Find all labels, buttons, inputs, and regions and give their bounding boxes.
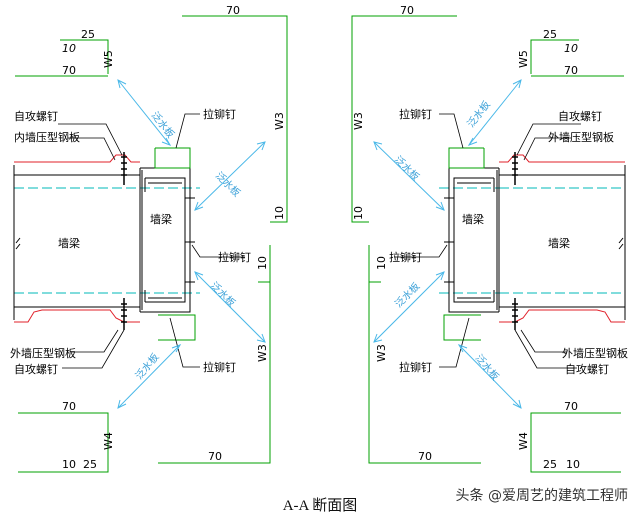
left-dimensions bbox=[15, 15, 288, 473]
right-flashing-label-2: 泛水板 bbox=[392, 153, 422, 183]
right-dim-10-mid: 10 bbox=[352, 206, 365, 220]
left-component-labels: 自攻螺钉 内墙压型钢板 拉铆钉 墙梁 墙梁 拉铆钉 外墙压型钢板 自攻螺钉 拉铆… bbox=[10, 107, 251, 376]
left-dim-70-top: 70 bbox=[226, 4, 240, 17]
left-dim-10-lower: 10 bbox=[256, 256, 269, 270]
right-label-pull-rivet-2: 拉铆钉 bbox=[389, 250, 422, 264]
right-dim-w4: W4 bbox=[517, 432, 530, 450]
left-dim-w4: W4 bbox=[102, 432, 115, 450]
right-flashing-label-3: 泛水板 bbox=[392, 280, 422, 310]
right-label-pull-rivet-1: 拉铆钉 bbox=[399, 107, 432, 121]
right-dimension-text: 70 25 10 W5 70 W3 10 10 W3 70 W4 70 25 1… bbox=[352, 4, 580, 471]
left-dim-70-lower: 70 bbox=[62, 400, 76, 413]
right-label-outer-panel-top: 外墙压型钢板 bbox=[548, 130, 614, 144]
dim-w4-bracket-r bbox=[530, 412, 621, 473]
left-leaders bbox=[58, 113, 245, 369]
left-label-pull-rivet-1: 拉铆钉 bbox=[203, 107, 236, 121]
left-label-wall-beam-main: 墙梁 bbox=[58, 236, 80, 250]
right-component-labels: 自攻螺钉 外墙压型钢板 拉铆钉 墙梁 墙梁 拉铆钉 外墙压型钢板 自攻螺钉 拉铆… bbox=[389, 107, 628, 376]
right-dim-70-bottom: 70 bbox=[418, 450, 432, 463]
right-dim-w5: W5 bbox=[517, 50, 530, 68]
dim-w5-bracket bbox=[60, 39, 109, 74]
left-dim-w3-lower: W3 bbox=[256, 344, 269, 362]
left-dim-70-upper: 70 bbox=[62, 64, 76, 77]
left-dim-25-top: 25 bbox=[81, 28, 95, 41]
dim-bottom-left-bracket bbox=[368, 245, 481, 464]
left-flashing-labels: 泛水板 泛水板 泛水板 泛水板 bbox=[132, 109, 243, 382]
left-flashing-label-3: 泛水板 bbox=[208, 279, 238, 309]
dim-bottom-right-bracket bbox=[158, 245, 271, 464]
right-flashing-label-4: 泛水板 bbox=[473, 352, 502, 383]
right-flashings bbox=[443, 147, 485, 341]
left-flashing-label-2: 泛水板 bbox=[213, 169, 243, 199]
right-dim-70-upper: 70 bbox=[564, 64, 578, 77]
right-screws bbox=[512, 152, 518, 330]
right-leaders bbox=[394, 113, 581, 369]
right-label-self-tapping-screw-top: 自攻螺钉 bbox=[558, 109, 602, 123]
left-dim-10-mid: 10 bbox=[273, 206, 286, 220]
right-dim-10-lower: 10 bbox=[375, 256, 388, 270]
right-dim-25-bottom: 25 bbox=[543, 458, 557, 471]
left-dim-25-bottom: 25 bbox=[83, 458, 97, 471]
left-flashing-arrows bbox=[117, 79, 266, 409]
right-label-self-tapping-screw-bottom: 自攻螺钉 bbox=[565, 362, 609, 376]
left-dimension-text: 70 25 10 W5 70 W3 10 10 W3 70 W4 70 10 2… bbox=[62, 4, 286, 471]
dim-w4-bracket bbox=[18, 412, 109, 473]
right-dim-70-lower: 70 bbox=[564, 400, 578, 413]
right-label-wall-beam-center: 墙梁 bbox=[462, 212, 484, 226]
right-dim-10-bottom: 10 bbox=[566, 458, 580, 471]
left-detail: 泛水板 泛水板 泛水板 泛水板 自攻螺钉 内墙压型钢板 拉铆钉 墙梁 墙梁 拉铆… bbox=[10, 4, 288, 473]
right-dim-25-top: 25 bbox=[543, 28, 557, 41]
right-detail: 泛水板 泛水板 泛水板 泛水板 自攻螺钉 外墙压型钢板 拉铆钉 墙梁 墙梁 拉铆… bbox=[351, 4, 628, 473]
right-label-pull-rivet-3: 拉铆钉 bbox=[399, 360, 432, 374]
left-label-inner-panel: 内墙压型钢板 bbox=[14, 130, 80, 144]
right-dim-10-top: 10 bbox=[564, 42, 578, 55]
right-flashing-arrows bbox=[373, 79, 522, 409]
left-label-wall-beam-center: 墙梁 bbox=[150, 212, 172, 226]
right-label-wall-beam-main: 墙梁 bbox=[548, 236, 570, 250]
dim-top-left-bracket bbox=[351, 15, 457, 223]
right-flashing-label-1: 泛水板 bbox=[464, 98, 493, 130]
left-label-pull-rivet-3: 拉铆钉 bbox=[203, 360, 236, 374]
left-wall-beam bbox=[13, 165, 195, 320]
right-axis-lines bbox=[439, 187, 625, 294]
left-screws bbox=[121, 152, 127, 330]
left-flashing-label-4: 泛水板 bbox=[132, 351, 161, 382]
left-axis-lines bbox=[14, 187, 200, 294]
left-dim-w5: W5 bbox=[102, 50, 115, 68]
right-dim-70-top: 70 bbox=[400, 4, 414, 17]
left-dim-10-top: 10 bbox=[62, 42, 76, 55]
left-label-self-tapping-screw-bottom: 自攻螺钉 bbox=[14, 362, 58, 376]
left-flashings bbox=[154, 147, 196, 341]
right-label-outer-panel-bottom: 外墙压型钢板 bbox=[562, 346, 628, 360]
right-dim-w3-upper: W3 bbox=[352, 112, 365, 130]
right-dimensions bbox=[351, 15, 624, 473]
source-watermark: 头条 @爱周艺的建筑工程师 bbox=[455, 488, 628, 504]
dim-w5-bracket-r bbox=[530, 39, 579, 74]
left-dim-70-bottom: 70 bbox=[208, 450, 222, 463]
right-dim-w3-lower: W3 bbox=[375, 344, 388, 362]
dim-top-right-bracket bbox=[182, 15, 288, 223]
drawing-caption: A-A 断面图 bbox=[282, 498, 358, 514]
left-label-self-tapping-screw-top: 自攻螺钉 bbox=[14, 109, 58, 123]
left-label-pull-rivet-2: 拉铆钉 bbox=[218, 250, 251, 264]
left-label-outer-panel: 外墙压型钢板 bbox=[10, 346, 76, 360]
left-dim-w3-upper: W3 bbox=[273, 112, 286, 130]
left-dim-10-bottom: 10 bbox=[62, 458, 76, 471]
